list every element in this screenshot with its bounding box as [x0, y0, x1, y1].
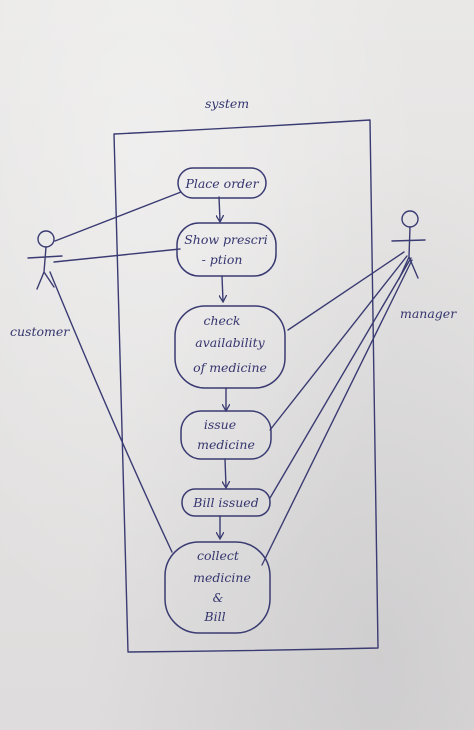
use-case-check-availability-line-2: availability: [195, 335, 265, 350]
flow-arrow-1: [219, 196, 220, 221]
use-case-issue-medicine: issue medicine: [180, 410, 272, 460]
use-case-show-prescription: Show prescri - ption: [176, 222, 277, 277]
customer-head-icon: [37, 230, 55, 248]
use-case-collect-medicine-line-2: medicine: [193, 570, 251, 585]
flow-arrow-2: [222, 275, 223, 301]
use-case-place-order: Place order: [177, 167, 267, 199]
use-case-bill-issued: Bill issued: [181, 488, 271, 517]
assoc-manager-collect-medicine: [261, 259, 413, 566]
flow-arrow-4: [225, 458, 226, 487]
system-boundary: [113, 119, 379, 653]
manager-label: manager: [400, 306, 457, 321]
manager-body: [391, 226, 426, 280]
use-case-bill-issued-label: Bill issued: [192, 495, 258, 510]
use-case-collect-medicine-line-1: collect: [197, 548, 240, 563]
use-case-collect-medicine-line-3: &: [213, 591, 224, 605]
use-case-issue-medicine-line-2: medicine: [197, 437, 255, 452]
assoc-manager-issue-medicine: [269, 255, 408, 431]
customer-label: customer: [10, 324, 70, 339]
customer-body: [27, 246, 63, 290]
assoc-manager-check-availability: [287, 251, 405, 331]
use-case-check-availability-line-3: of medicine: [193, 360, 267, 375]
assoc-customer-collect-medicine: [49, 271, 173, 553]
manager-actor: [391, 210, 426, 280]
use-case-collect-medicine: collect medicine & Bill: [164, 541, 271, 634]
use-case-place-order-label: Place order: [184, 176, 259, 191]
use-case-collect-medicine-line-4: Bill: [203, 609, 225, 624]
use-case-check-availability: check availability of medicine: [174, 305, 286, 389]
system-title: system: [205, 96, 249, 111]
use-case-show-prescription-line-1: Show prescri: [184, 232, 268, 247]
customer-actor: [27, 230, 63, 290]
assoc-customer-show-prescription: [53, 248, 181, 263]
use-case-show-prescription-line-2: - ption: [202, 252, 243, 267]
assoc-manager-bill-issued: [269, 257, 412, 499]
use-case-check-availability-line-1: check: [203, 313, 240, 328]
assoc-customer-place-order: [54, 191, 182, 242]
use-case-issue-medicine-line-1: issue: [204, 417, 236, 432]
manager-head-icon: [401, 210, 419, 228]
